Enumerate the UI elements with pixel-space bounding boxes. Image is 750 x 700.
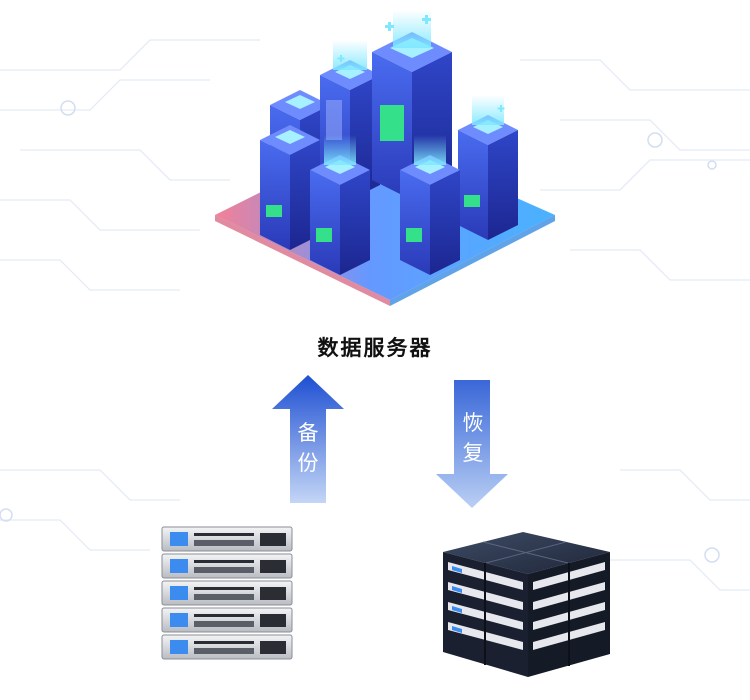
restore-label: 恢复 (462, 411, 484, 465)
rack-server-icon (161, 526, 293, 660)
server-tower (400, 135, 460, 275)
server-tower (458, 95, 518, 240)
restore-arrow (436, 380, 508, 508)
isometric-server-cluster-icon (215, 10, 555, 306)
server-stack-icon (443, 532, 610, 677)
data-server-title: 数据服务器 (317, 336, 433, 360)
server-tower (260, 125, 320, 250)
backup-label: 备份 (297, 421, 319, 475)
server-tower (310, 135, 370, 275)
backup-arrow (272, 375, 344, 503)
